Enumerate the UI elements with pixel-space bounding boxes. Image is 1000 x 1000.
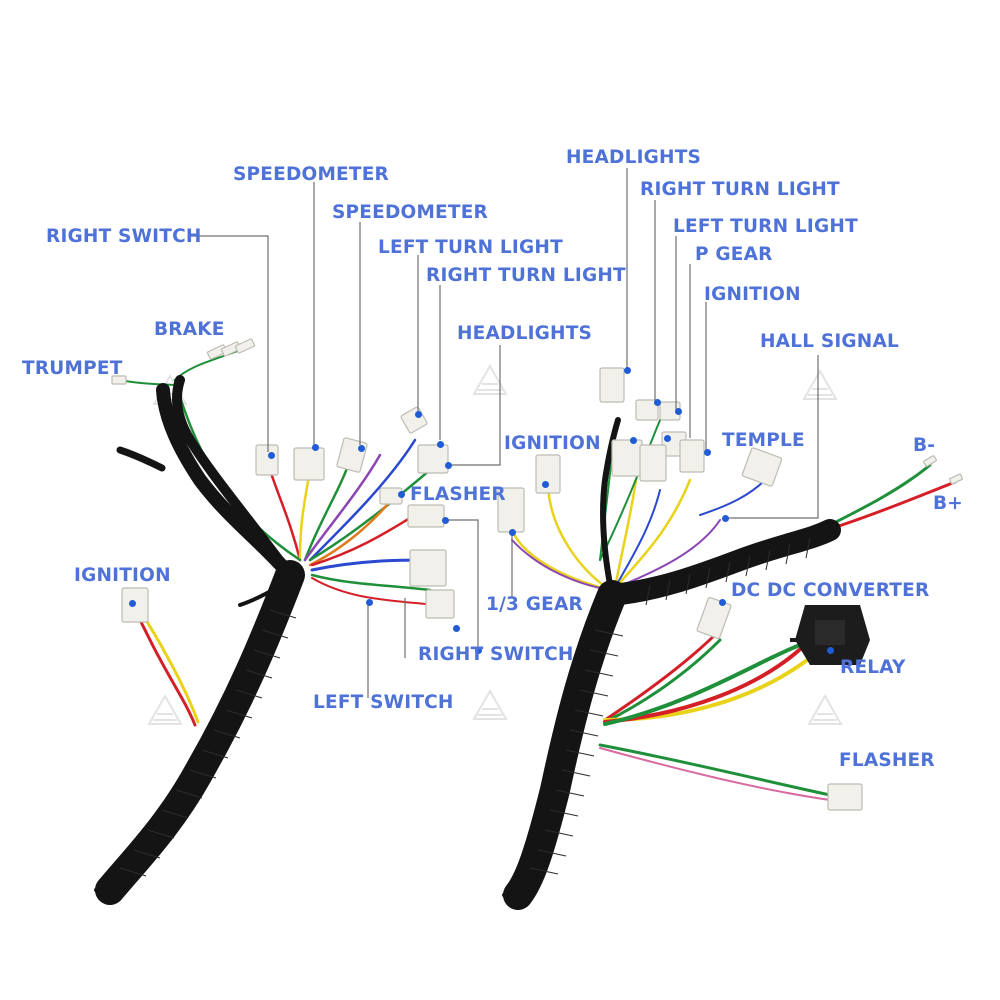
- connector-ignition-right: [679, 439, 705, 473]
- watermark-icon-4: [147, 693, 183, 725]
- marker-right-turn-right: [653, 398, 661, 406]
- label-ignition-mid: IGNITION: [504, 433, 601, 454]
- label-speedometer-1: SPEEDOMETER: [233, 164, 389, 185]
- label-trumpet: TRUMPET: [22, 358, 123, 379]
- marker-hall-signal: [721, 514, 729, 522]
- cable-ends: [94, 884, 534, 901]
- connector-brake-3: [234, 338, 256, 354]
- marker-headlights-small: [441, 516, 449, 524]
- marker-ignition-left: [128, 599, 136, 607]
- connector-trumpet: [111, 375, 127, 385]
- marker-left-turn: [414, 410, 422, 418]
- marker-ignition-right: [703, 448, 711, 456]
- terminal-b-minus: [923, 455, 937, 467]
- label-left-turn-light-left: LEFT TURN LIGHT: [378, 237, 563, 258]
- connector-ignition-mid: [535, 454, 561, 494]
- marker-headlights-right: [623, 366, 631, 374]
- marker-right-switch: [267, 451, 275, 459]
- label-flasher-left: FLASHER: [410, 484, 506, 505]
- label-right-switch-bottom: RIGHT SWITCH: [418, 644, 574, 665]
- connector-flasher-right: [827, 783, 863, 811]
- connector-speedometer-2: [336, 437, 368, 473]
- connector-dc-dc: [696, 596, 732, 640]
- right-harness-ribs: [529, 537, 811, 875]
- label-right-switch-top: RIGHT SWITCH: [46, 226, 202, 247]
- marker-relay: [826, 646, 834, 654]
- marker-speedometer-1: [311, 443, 319, 451]
- leader-lines: [190, 168, 819, 698]
- marker-right-switch-3: [474, 646, 482, 654]
- terminal-b-plus: [949, 473, 963, 485]
- label-b-minus: B-: [913, 435, 936, 456]
- label-ignition-right: IGNITION: [704, 284, 801, 305]
- relay-icon: [790, 605, 870, 665]
- label-ignition-left: IGNITION: [74, 565, 171, 586]
- marker-dc-dc: [718, 598, 726, 606]
- connector-right-turn-right: [635, 399, 659, 421]
- label-brake: BRAKE: [154, 319, 225, 340]
- watermark-icon-3: [802, 368, 838, 400]
- label-headlights-left: HEADLIGHTS: [457, 323, 593, 344]
- label-temple: TEMPLE: [722, 430, 805, 451]
- label-speedometer-2: SPEEDOMETER: [332, 202, 488, 223]
- watermark-icon-2: [472, 363, 508, 395]
- label-one-third-gear: 1/3 GEAR: [486, 594, 583, 615]
- label-p-gear: P GEAR: [695, 244, 773, 265]
- connector-right-switch-2: [425, 589, 455, 619]
- marker-one-third-gear: [508, 528, 516, 536]
- marker-headlights-left: [444, 461, 452, 469]
- connector-left-turn: [400, 406, 428, 434]
- marker-right-switch-2: [452, 624, 460, 632]
- label-hall-signal: HALL SIGNAL: [760, 331, 899, 352]
- left-harness-sheath: [95, 375, 305, 905]
- label-headlights-right: HEADLIGHTS: [566, 147, 702, 168]
- marker-flasher-left: [397, 490, 405, 498]
- label-flasher-right: FLASHER: [839, 750, 935, 771]
- connector-left-switch: [409, 549, 447, 587]
- watermark-icon-6: [807, 693, 843, 725]
- right-harness-wires: [510, 419, 957, 801]
- connector-group-mid-2: [639, 444, 667, 482]
- label-right-turn-light-right: RIGHT TURN LIGHT: [640, 179, 840, 200]
- watermark-icon-5: [472, 688, 508, 720]
- marker-group: [629, 436, 637, 444]
- marker-left-switch: [365, 598, 373, 606]
- label-left-turn-light-right: LEFT TURN LIGHT: [673, 216, 858, 237]
- marker-ignition-mid: [541, 480, 549, 488]
- marker-right-turn: [436, 440, 444, 448]
- connector-group-mid: [611, 439, 643, 477]
- connector-headlights: [407, 504, 445, 528]
- label-dc-dc-converter: DC DC CONVERTER: [731, 580, 930, 601]
- left-harness-ribs: [119, 609, 297, 877]
- connector-right-switch: [255, 444, 279, 476]
- label-left-switch: LEFT SWITCH: [313, 692, 454, 713]
- watermark-icons: [147, 363, 843, 725]
- connector-temple: [741, 447, 783, 487]
- marker-speedometer-2: [357, 444, 365, 452]
- label-relay: RELAY: [840, 657, 906, 678]
- connector-speedometer-1: [293, 447, 325, 481]
- label-b-plus: B+: [933, 493, 964, 514]
- connector-headlights-right: [599, 367, 625, 403]
- connector-right-turn: [417, 444, 449, 474]
- label-right-turn-light-left: RIGHT TURN LIGHT: [426, 265, 626, 286]
- marker-p-gear: [663, 434, 671, 442]
- marker-left-turn-right: [674, 407, 682, 415]
